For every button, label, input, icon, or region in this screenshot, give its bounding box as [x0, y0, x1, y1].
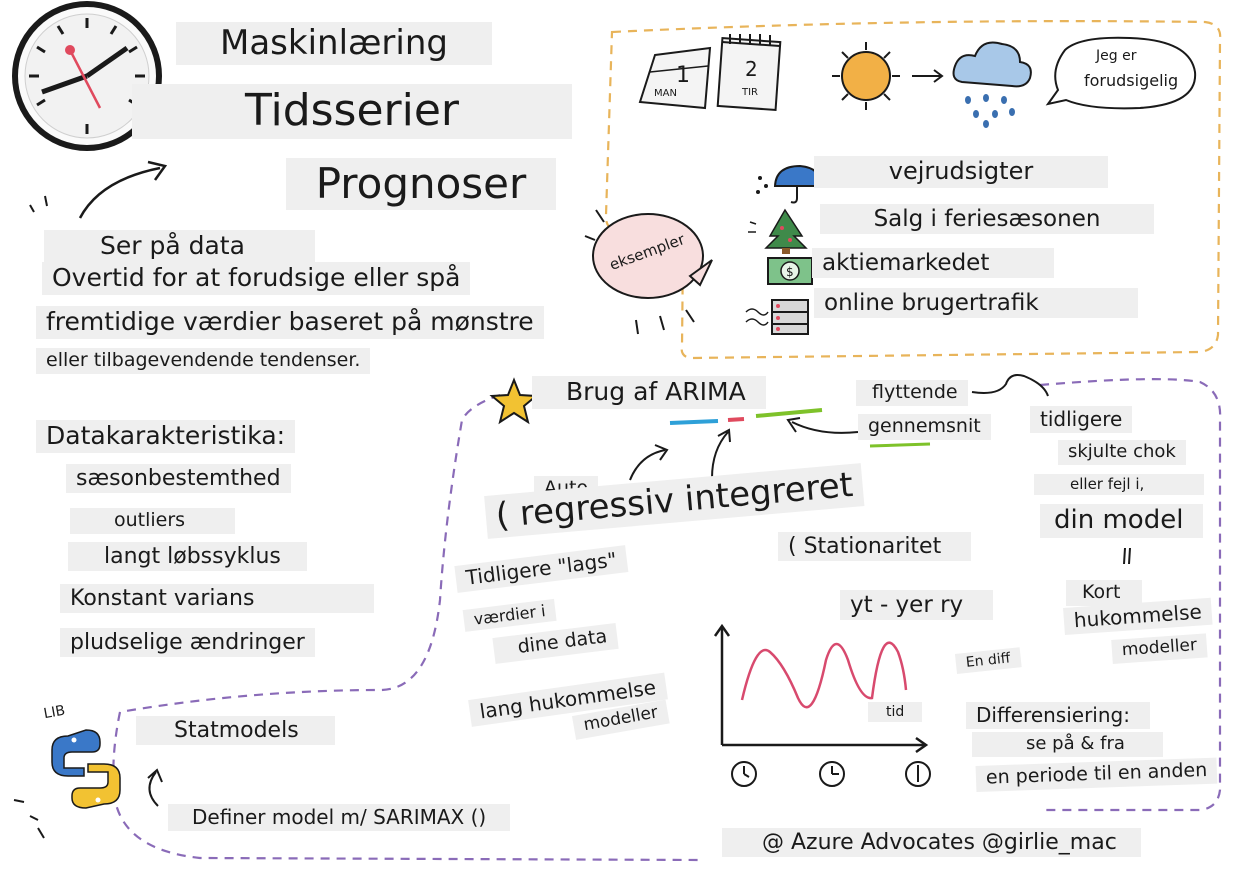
example-item: aktiemarkedet [812, 248, 1054, 279]
short-memory-line-1: Kort [1066, 580, 1143, 606]
tree-icon [748, 208, 808, 254]
svg-text:1: 1 [676, 63, 690, 88]
differencing-line-1: Differensiering: [966, 702, 1150, 729]
svg-text:$: $ [786, 265, 794, 279]
speech-bubble-shape [1045, 36, 1197, 110]
rain-cloud-icon [952, 41, 1032, 128]
shocks-line-2: skjulte chok [1058, 440, 1186, 465]
characteristics-item: Konstant varians [60, 584, 375, 614]
clock-icon [731, 761, 757, 787]
differencing-line-2: se på & fra [972, 732, 1163, 757]
example-item: Salg i feriesæsonen [820, 204, 1154, 235]
umbrella-icon [756, 164, 822, 204]
intro-line-2: Overtid for at forudsige eller spå [42, 262, 471, 295]
chart-axis-label-time: tid [868, 702, 923, 723]
stationarity: ( Stationaritet [778, 532, 972, 562]
svg-text:MAN: MAN [654, 88, 677, 99]
title-tidsserier: Tidsserier [132, 84, 572, 139]
clock-icon [819, 761, 845, 787]
intro-line-1: Ser på data [44, 230, 315, 263]
title-prognoser: Prognoser [286, 158, 556, 211]
characteristics-item: sæsonbestemthed [66, 464, 291, 494]
intro-line-3: fremtidige værdier baseret på mønstre [36, 306, 544, 339]
python-logo-icon [51, 729, 121, 809]
arima-title: Brug af ARIMA [532, 376, 766, 409]
title-maskinlaering: Maskinlæring [176, 22, 492, 66]
calendar-icon [638, 46, 712, 110]
differencing-formula: yt - yer ry [840, 590, 994, 621]
example-item: vejrudsigter [814, 156, 1108, 188]
example-item: online brugertrafik [814, 288, 1138, 319]
star-icon [489, 377, 539, 425]
intro-line-4: eller tilbagevendende tendenser. [36, 348, 371, 374]
money-icon: $ [767, 257, 813, 285]
shocks-line-1: tidligere [1030, 406, 1133, 433]
clock-icon [905, 761, 931, 787]
credit-line: @ Azure Advocates @girlie_mac [722, 828, 1141, 858]
characteristics-item: pludselige ændringer [60, 628, 315, 658]
examples-badge-shape [592, 213, 704, 299]
arima-dashed-frame [119, 393, 501, 714]
shocks-line-3: eller fejl i, [1034, 474, 1205, 496]
moving-average-line-1: flyttende [856, 380, 968, 406]
server-icon [745, 299, 809, 335]
sine-wave-chart [713, 623, 929, 754]
shocks-line-4: din model [1040, 504, 1204, 538]
characteristics-item: langt løbssyklus [68, 542, 307, 572]
speech-bubble-line-2: forudsigelig [1084, 71, 1179, 90]
characteristics-title: Datakarakteristika: [36, 420, 296, 453]
sun-icon [832, 42, 900, 110]
moving-average-line-2: gennemsnit [858, 414, 991, 440]
speech-bubble-line-1: Jeg er [1096, 48, 1137, 64]
clock-icon [12, 1, 162, 151]
define-model: Definer model m/ SARIMAX () [168, 804, 511, 831]
calendar-icon [716, 34, 782, 112]
characteristics-item: outliers [70, 508, 236, 534]
statmodels-label: Statmodels [136, 716, 335, 746]
svg-text:TIR: TIR [741, 87, 758, 98]
svg-text:2: 2 [745, 57, 758, 81]
